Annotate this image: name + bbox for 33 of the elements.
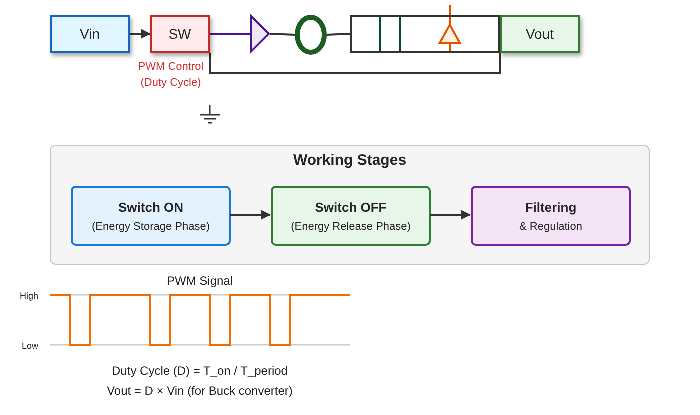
stage-description: (Energy Storage Phase) — [92, 220, 210, 232]
stage-description: (Energy Release Phase) — [291, 220, 411, 232]
stage-description: & Regulation — [520, 220, 582, 232]
stages-panel — [50, 145, 650, 265]
output-box — [500, 15, 580, 53]
box-label: SW — [168, 26, 192, 42]
box-label: Vin — [80, 26, 100, 42]
wire — [209, 53, 501, 74]
wire — [270, 33, 296, 36]
stage-title: Filtering — [525, 200, 577, 214]
axis-label: Low — [22, 341, 39, 351]
arrow — [130, 29, 151, 39]
chart-title: PWM Signal — [166, 274, 234, 288]
stage-box — [271, 186, 431, 246]
stage-title: Switch ON — [118, 200, 184, 214]
arrow — [430, 210, 471, 220]
annotation-text: PWM Control (Duty Cycle) — [137, 60, 205, 91]
formula-text: Vout = D × Vin (for Buck converter) — [106, 384, 294, 398]
filter-box — [350, 15, 500, 53]
wire — [326, 33, 350, 36]
stage-box — [71, 186, 231, 246]
switch-box — [150, 15, 210, 53]
wire — [210, 33, 250, 35]
axis-label: High — [20, 291, 39, 301]
panel-title: Working Stages — [293, 152, 407, 169]
stage-title: Switch OFF — [315, 200, 387, 214]
diode-triangle — [250, 15, 270, 53]
formula-text: Duty Cycle (D) = T_on / T_period — [111, 364, 289, 378]
stage-box — [471, 186, 631, 246]
box-label: Vout — [526, 26, 554, 42]
input-box — [50, 15, 130, 53]
inductor-ring — [295, 15, 327, 55]
arrow — [230, 210, 271, 220]
